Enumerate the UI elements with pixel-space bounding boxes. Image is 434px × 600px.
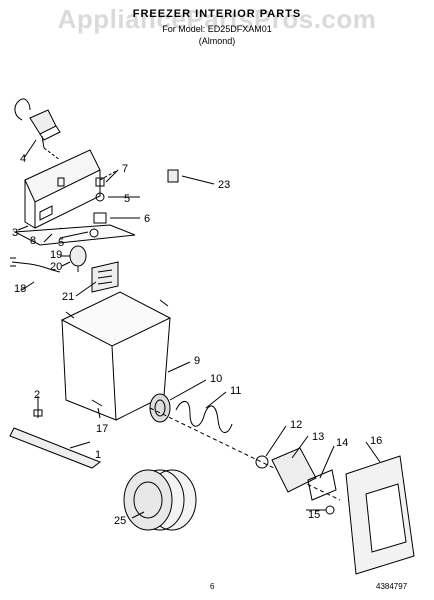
callout-14: 14 <box>336 437 348 449</box>
color-line: (Almond) <box>198 36 236 46</box>
callout-16: 16 <box>370 435 382 447</box>
callout-5: 5 <box>58 237 64 249</box>
callout-13: 13 <box>312 431 324 443</box>
part-8-bracket <box>39 205 53 221</box>
callout-3: 3 <box>12 227 18 239</box>
callout-5: 5 <box>124 193 130 205</box>
part-1-rail <box>9 427 102 469</box>
part-21-grille <box>91 261 119 293</box>
part-13-motor-housing <box>271 447 317 493</box>
callout-21: 21 <box>62 291 74 303</box>
callout-19: 19 <box>50 249 62 261</box>
callout-7: 7 <box>122 163 128 175</box>
part-3-housing <box>24 149 101 229</box>
callout-20: 20 <box>50 261 62 273</box>
callout-11: 11 <box>230 385 241 397</box>
callout-10: 10 <box>210 373 222 385</box>
diagram-ref: 4384797 <box>376 582 408 591</box>
callout-18: 18 <box>14 283 26 295</box>
callout-6: 6 <box>144 213 150 225</box>
page-number: 6 <box>210 582 215 591</box>
callout-8: 8 <box>30 235 36 247</box>
part-18-cord <box>10 257 61 273</box>
callout-15: 15 <box>308 509 320 521</box>
part-25-cylinder <box>123 469 197 531</box>
callout-4: 4 <box>20 153 26 165</box>
callout-23: 23 <box>218 179 230 191</box>
callout-25: 25 <box>114 515 126 527</box>
callout-12: 12 <box>290 419 302 431</box>
part-9-bucket <box>60 291 172 421</box>
callout-9: 9 <box>194 355 200 367</box>
part-4-motor <box>14 98 61 149</box>
callout-17: 17 <box>96 423 108 435</box>
part-16-front-frame <box>345 455 415 575</box>
model-line: For Model: ED25DFXAM01 <box>162 24 272 34</box>
page-title: FREEZER INTERIOR PARTS <box>132 8 302 20</box>
callout-2: 2 <box>34 389 40 401</box>
callout-1: 1 <box>95 449 101 461</box>
watermark: AppliancePartsPros.com <box>57 4 377 34</box>
